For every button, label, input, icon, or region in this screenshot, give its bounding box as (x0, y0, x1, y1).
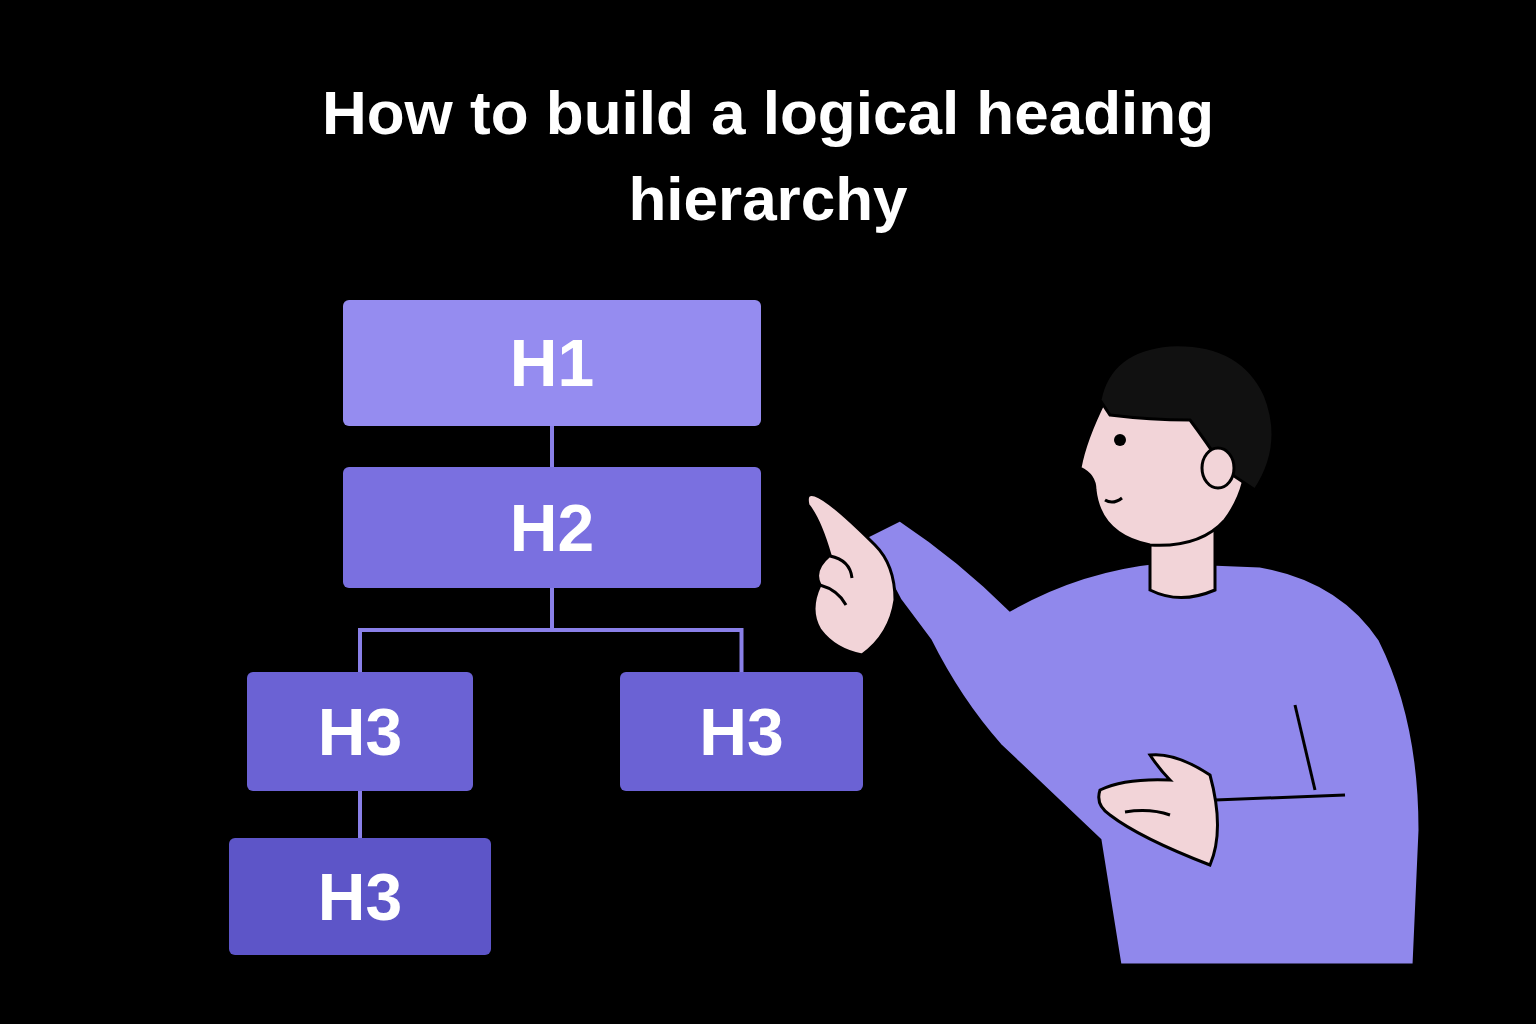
heading-box: H1 (343, 300, 761, 426)
finger-line (1125, 811, 1170, 815)
heading-label: H2 (510, 495, 594, 561)
heading-label: H3 (318, 864, 402, 930)
sweater (860, 520, 1420, 965)
eye (1114, 434, 1126, 446)
heading-label: H3 (318, 699, 402, 765)
ear (1202, 448, 1234, 488)
heading-label: H3 (699, 699, 783, 765)
heading-label: H1 (510, 330, 594, 396)
arm-line (1295, 705, 1315, 790)
mouth (1105, 498, 1122, 502)
hair (1100, 345, 1273, 490)
heading-box: H3 (247, 672, 473, 791)
page-title: How to build a logical heading hierarchy (318, 70, 1218, 242)
tree-connector (550, 426, 554, 467)
heading-box: H3 (229, 838, 491, 955)
pointing-hand (807, 494, 895, 655)
heading-box: H3 (620, 672, 863, 791)
finger-line (820, 556, 852, 605)
resting-hand (1099, 755, 1218, 865)
arm-line (940, 690, 995, 745)
tree-connector (358, 791, 362, 838)
heading-box: H2 (343, 467, 761, 588)
tree-connector (360, 588, 552, 672)
tree-connector (552, 588, 742, 672)
cuff (1215, 795, 1345, 800)
